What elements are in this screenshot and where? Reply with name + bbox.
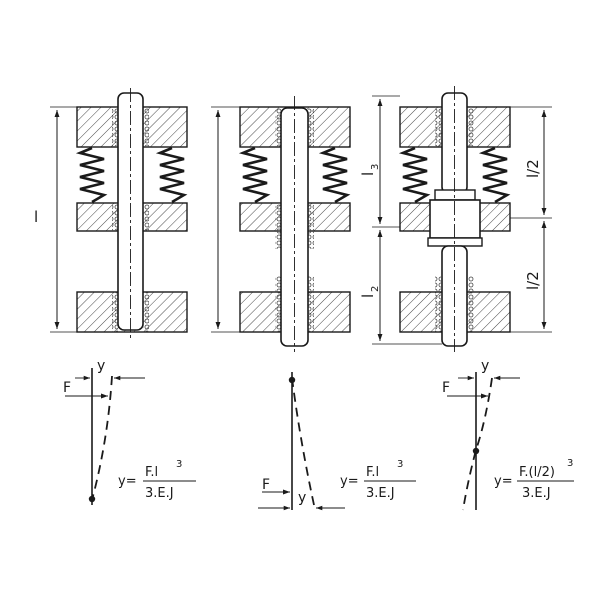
l3-label: l [359, 172, 377, 176]
deflected-curve [462, 377, 493, 511]
pivot-point [472, 447, 480, 455]
force-label: F [442, 380, 450, 396]
formula-denominator: 3.E.J [145, 486, 174, 501]
joint-housing [429, 199, 481, 239]
formula-exponent: 3 [567, 458, 573, 469]
spring [478, 146, 511, 204]
panel-c-assembly: l 3 l 2 l/2 l/2 [359, 86, 552, 352]
ball-bearing [143, 292, 149, 332]
formula-denominator: 3.E.J [522, 486, 551, 501]
spring [318, 146, 351, 204]
panel-c-deflection: F y y= F.(l/2) 3 3.E.J [442, 358, 574, 511]
ball-bearing [143, 203, 149, 231]
ball-bearing [435, 107, 441, 147]
l2-label: l [359, 294, 377, 298]
ball-bearing [435, 276, 441, 332]
spring [155, 146, 188, 204]
l2-subscript: 2 [370, 286, 381, 292]
deflection-label: y [481, 358, 489, 374]
ball-bearing [308, 203, 314, 249]
fixed-point [288, 376, 296, 384]
force-label: F [63, 380, 71, 396]
ball-bearing [112, 292, 118, 332]
joint-flange [427, 237, 483, 247]
formula-lhs: y= [494, 474, 513, 489]
deflection-label: y [298, 490, 306, 506]
half-bottom-label: l/2 [524, 271, 542, 290]
panel-a-assembly: l [34, 88, 188, 340]
formula-exponent: 3 [176, 459, 182, 470]
half-top-label: l/2 [524, 159, 542, 178]
deflection-label: y [97, 358, 105, 374]
ball-bearing [143, 107, 149, 147]
ball-bearing [308, 107, 314, 147]
ball-bearing [275, 203, 281, 249]
deflected-curve [91, 375, 113, 501]
panel-b-deflection: F y y= F.l 3 3.E.J [258, 372, 416, 511]
spring [398, 146, 431, 204]
l3-subscript: 3 [370, 164, 381, 170]
deflected-curve [291, 377, 315, 506]
panel-a-deflection: F y y= F.l 3 3.E.J [63, 358, 196, 505]
panel-b-assembly [211, 96, 351, 352]
fixed-point [88, 495, 96, 503]
length-label: l [34, 208, 38, 226]
formula-lhs: y= [118, 474, 137, 489]
ball-bearing [275, 107, 281, 147]
ball-bearing [468, 276, 474, 332]
formula-lhs: y= [340, 474, 359, 489]
ball-bearing [112, 107, 118, 147]
ball-bearing [308, 276, 314, 332]
formula-exponent: 3 [397, 459, 403, 470]
formula-numerator: F.l [366, 465, 379, 480]
spring [238, 146, 271, 204]
formula-denominator: 3.E.J [366, 486, 395, 501]
formula-numerator: F.(l/2) [519, 465, 555, 480]
ball-bearing [468, 107, 474, 147]
force-label: F [262, 477, 270, 493]
formula-numerator: F.l [145, 465, 158, 480]
spring [75, 146, 108, 204]
collar [434, 189, 476, 201]
ball-bearing [112, 203, 118, 231]
ball-bearing [275, 276, 281, 332]
